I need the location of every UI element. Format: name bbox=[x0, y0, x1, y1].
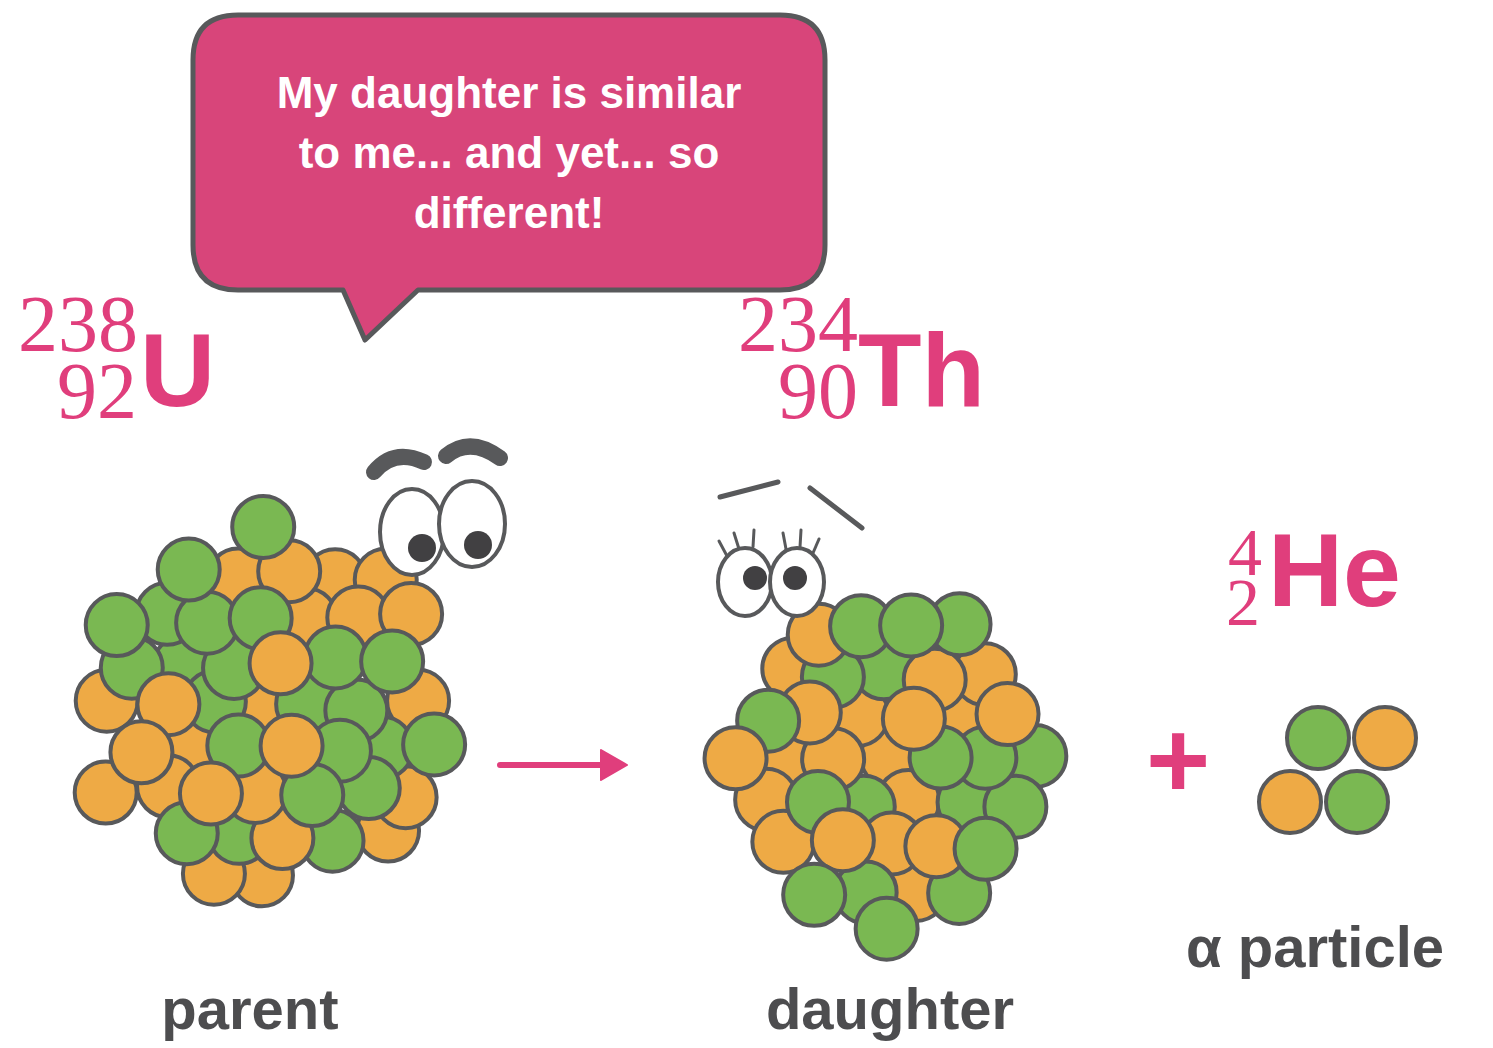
nucleon bbox=[403, 714, 465, 776]
eye bbox=[770, 548, 824, 616]
text-slot: 2 bbox=[1226, 568, 1260, 636]
element-symbol: He bbox=[1268, 518, 1401, 622]
eyebrow bbox=[810, 488, 862, 528]
daughter-nucleus: 23490Thdaughter bbox=[632, 280, 1112, 1045]
decay-arrow bbox=[500, 750, 627, 780]
eyebrow bbox=[720, 482, 778, 497]
nucleon bbox=[705, 727, 767, 789]
text-slot: Th bbox=[858, 318, 985, 422]
atomic-number: 92 bbox=[57, 351, 137, 431]
daughter-face bbox=[718, 482, 862, 616]
text-slot: α particle bbox=[1186, 918, 1444, 976]
text-slot: parent bbox=[161, 980, 338, 1038]
text-slot: 90 bbox=[778, 351, 858, 431]
eye bbox=[380, 489, 444, 575]
nucleon bbox=[86, 594, 148, 656]
nucleus-caption: daughter bbox=[766, 980, 1014, 1038]
atomic-number: 90 bbox=[778, 351, 858, 431]
element-symbol: Th bbox=[858, 318, 985, 422]
speech-bubble: My daughter is similar to me... and yet.… bbox=[193, 15, 825, 290]
nucleon bbox=[361, 630, 423, 692]
eyebrow bbox=[374, 457, 424, 472]
nucleon bbox=[304, 626, 366, 688]
pupil bbox=[408, 534, 436, 562]
nucleus-caption: parent bbox=[161, 980, 338, 1038]
arrow-head bbox=[601, 750, 627, 780]
nucleon bbox=[812, 809, 874, 871]
text-slot: 92 bbox=[57, 351, 137, 431]
parent-face bbox=[374, 446, 505, 575]
particle-caption: α particle bbox=[1186, 918, 1444, 976]
speech-text: My daughter is similar to me... and yet.… bbox=[269, 63, 749, 243]
text-slot: daughter bbox=[766, 980, 1014, 1038]
nucleon bbox=[977, 683, 1039, 745]
eye bbox=[439, 481, 505, 567]
nucleon bbox=[250, 632, 312, 694]
nucleon bbox=[1259, 771, 1321, 833]
nucleon bbox=[883, 688, 945, 750]
daughter-nucleons bbox=[705, 593, 1067, 959]
text-slot: He bbox=[1268, 518, 1401, 622]
pupil bbox=[743, 566, 767, 590]
nucleon bbox=[1326, 771, 1388, 833]
element-symbol: U bbox=[140, 318, 215, 422]
atomic-number: 2 bbox=[1226, 568, 1260, 636]
nucleon bbox=[955, 818, 1017, 880]
pupil bbox=[464, 531, 492, 559]
bubble-outline bbox=[193, 15, 825, 340]
nucleon bbox=[261, 715, 323, 777]
text-slot: U bbox=[140, 318, 215, 422]
nucleon bbox=[180, 763, 242, 825]
nucleon bbox=[158, 539, 220, 601]
nucleon bbox=[232, 496, 294, 558]
parent-nucleus: 23892Uparent bbox=[10, 280, 495, 1045]
alpha-nucleons bbox=[1259, 707, 1416, 833]
nucleon bbox=[1287, 707, 1349, 769]
nucleon bbox=[783, 864, 845, 926]
nucleon bbox=[110, 721, 172, 783]
nucleon bbox=[856, 898, 918, 960]
label-slot: + bbox=[1146, 705, 1210, 815]
nucleon bbox=[880, 594, 942, 656]
eye bbox=[718, 548, 772, 616]
pupil bbox=[783, 566, 807, 590]
nucleon bbox=[1354, 707, 1416, 769]
plus-sign: + bbox=[1146, 705, 1210, 815]
arrow-shaft bbox=[500, 762, 605, 768]
eyebrow bbox=[446, 446, 500, 458]
